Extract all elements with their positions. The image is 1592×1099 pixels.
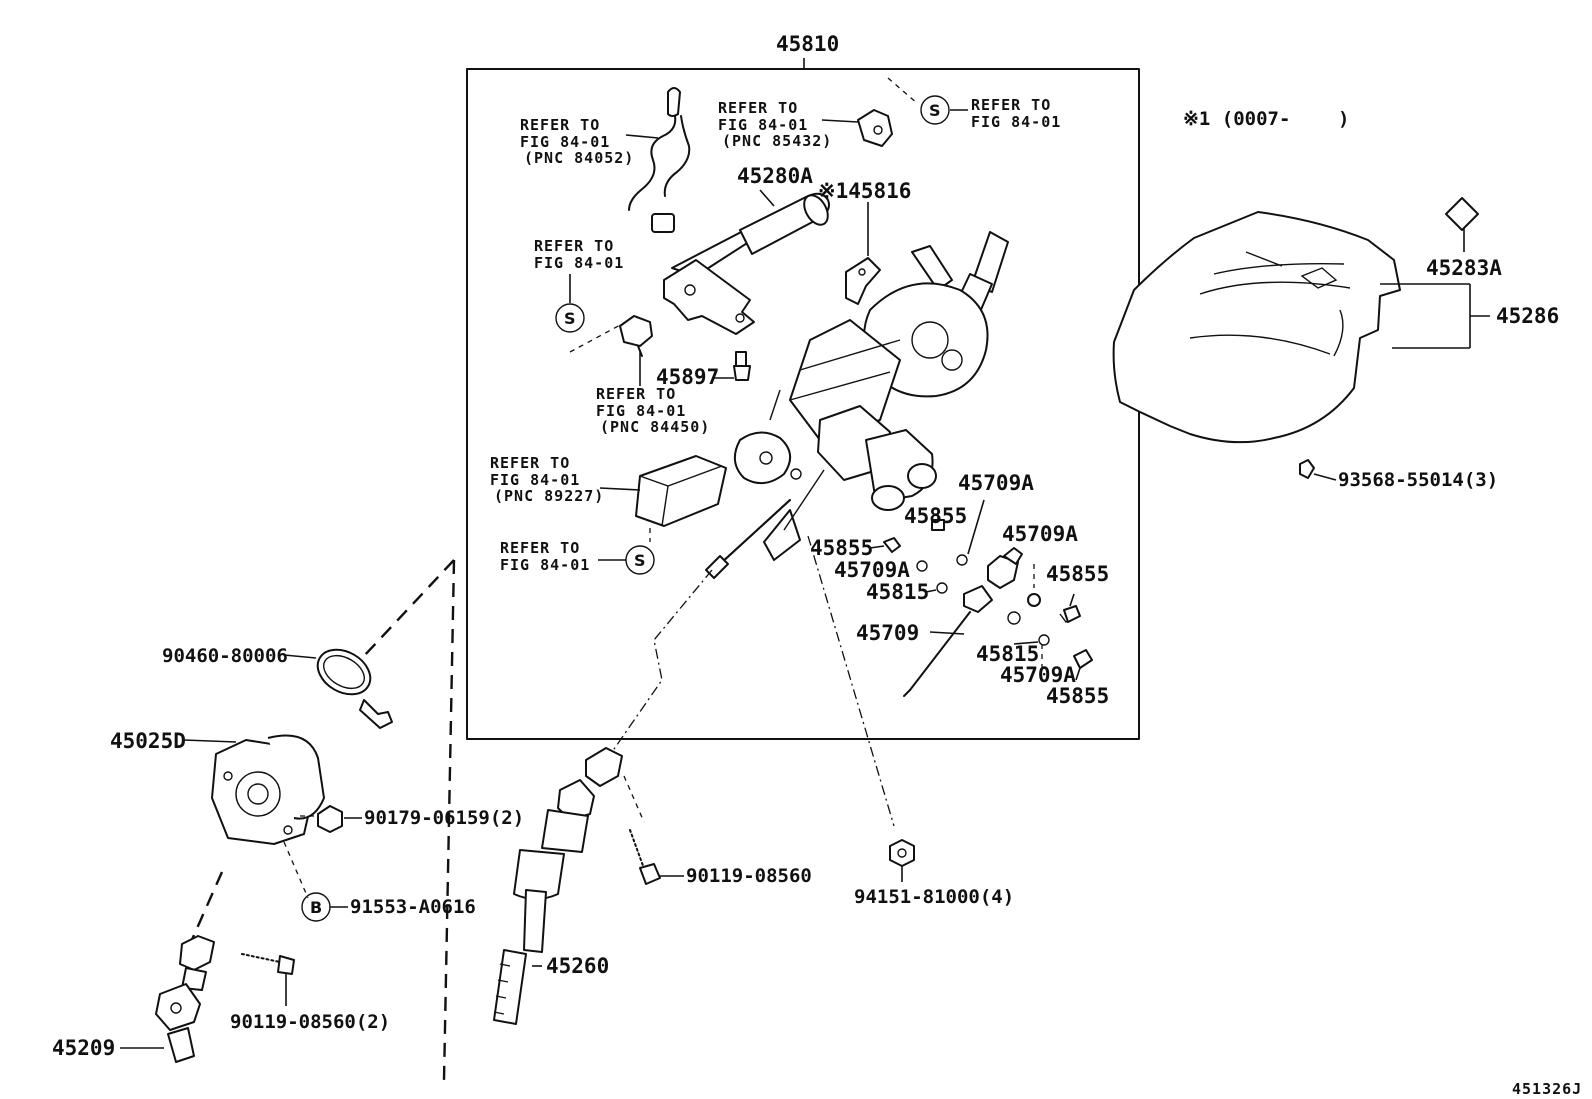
- ujoint-45209-part: [120, 935, 215, 1063]
- bracket-45280A-part: [663, 189, 830, 335]
- refer-mid-left-line2: FIG 84-01: [534, 254, 624, 272]
- label-90179: 90179-06159(2): [364, 807, 524, 829]
- label-45815-1: 45815: [866, 580, 929, 604]
- label-45855-3: 45855: [1046, 562, 1109, 586]
- refer-top-right-line1: REFER TO: [971, 96, 1051, 114]
- assembly-label: 45810: [776, 32, 839, 56]
- s-mark-mid-left: S: [555, 274, 623, 353]
- label-45855-4: 45855: [1046, 684, 1109, 708]
- label-45709A-1: 45709A: [958, 471, 1034, 495]
- label-45286: 45286: [1496, 304, 1559, 328]
- label-45855-1: 45855: [904, 504, 967, 528]
- label-45280A: 45280A: [737, 164, 813, 188]
- b-mark: B: [301, 892, 348, 922]
- refer-wire-line2: FIG 84-01: [520, 133, 610, 151]
- label-90119b: 90119-08560(2): [230, 1011, 390, 1033]
- refer-switch-line3: (PNC 84450): [600, 418, 710, 436]
- refer-note-wire: REFER TO FIG 84-01 (PNC 84052): [520, 116, 634, 167]
- refer-note-mid-left: REFER TO FIG 84-01: [534, 237, 624, 272]
- s-mark-top: S: [887, 77, 968, 125]
- label-90119a: 90119-08560: [686, 865, 812, 887]
- refer-bottom-line1: REFER TO: [500, 539, 580, 557]
- flange-45025D-part: [183, 734, 325, 845]
- refer-wire-line1: REFER TO: [520, 116, 600, 134]
- switch-part: [619, 315, 653, 357]
- refer-note-bottom: REFER TO FIG 84-01: [500, 539, 626, 574]
- refer-switch-line2: FIG 84-01: [596, 402, 686, 420]
- label-94151: 94151-81000(4): [854, 886, 1014, 908]
- sensor-part: [821, 109, 893, 147]
- column-cover-part: [1112, 211, 1490, 444]
- label-93568: 93568-55014(3): [1338, 469, 1498, 491]
- s-mark-top-label: S: [929, 101, 941, 120]
- refer-bottom-line2: FIG 84-01: [500, 556, 590, 574]
- label-45816: ※145816: [818, 179, 911, 203]
- nut-94151-part: [889, 839, 915, 882]
- pad-45283A-part: [1445, 197, 1479, 252]
- label-45025D: 45025D: [110, 729, 186, 753]
- label-45815-2: 45815: [976, 642, 1039, 666]
- applicability-note-close: ): [1338, 108, 1349, 130]
- label-45855-2: 45855: [810, 536, 873, 560]
- label-45709: 45709: [856, 621, 919, 645]
- label-91553: 91553-A0616: [350, 896, 476, 918]
- refer-ecu-line1: REFER TO: [490, 454, 570, 472]
- label-45709A-4: 45709A: [1000, 663, 1076, 687]
- refer-note-switch: REFER TO FIG 84-01 (PNC 84450): [596, 350, 710, 436]
- ecu-part: [599, 455, 727, 542]
- label-45209: 45209: [52, 1036, 115, 1060]
- nut-90179-part: [300, 805, 362, 833]
- b-mark-label: B: [310, 898, 322, 917]
- s-mark-bottom: S: [625, 545, 655, 575]
- label-45709A-3: 45709A: [834, 558, 910, 582]
- bolt-90119b-part: [241, 953, 295, 1006]
- refer-note-ecu: REFER TO FIG 84-01 (PNC 89227): [490, 454, 604, 505]
- refer-mid-left-line1: REFER TO: [534, 237, 614, 255]
- refer-sensor-line1: REFER TO: [718, 99, 798, 117]
- s-mark-bottom-label: S: [634, 551, 646, 570]
- refer-sensor-line3: (PNC 85432): [722, 132, 832, 150]
- refer-wire-line3: (PNC 84052): [524, 149, 634, 167]
- steering-column-part: [705, 231, 1009, 579]
- refer-ecu-line3: (PNC 89227): [494, 487, 604, 505]
- shaft-45260-part: [493, 747, 623, 1025]
- refer-ecu-line2: FIG 84-01: [490, 471, 580, 489]
- refer-sensor-line2: FIG 84-01: [718, 116, 808, 134]
- wire-harness-part: [625, 87, 691, 233]
- applicability-note: ※1 (0007-: [1183, 108, 1290, 130]
- refer-note-top-right: REFER TO FIG 84-01: [971, 96, 1061, 131]
- figure-code: 451326J: [1512, 1080, 1582, 1098]
- refer-note-sensor: REFER TO FIG 84-01 (PNC 85432): [718, 99, 832, 150]
- screw-93568-part: [1299, 459, 1337, 481]
- bracket-45816-part: [845, 202, 881, 305]
- refer-top-right-line2: FIG 84-01: [971, 113, 1061, 131]
- label-45709A-2: 45709A: [1002, 522, 1078, 546]
- small-parts-cluster: [869, 499, 1093, 697]
- s-mark-mid-left-label: S: [564, 309, 576, 328]
- label-45283A: 45283A: [1426, 256, 1502, 280]
- label-45260: 45260: [546, 954, 609, 978]
- label-90460: 90460-80006: [162, 645, 288, 667]
- clip-45897-part: [714, 351, 751, 381]
- refer-switch-line1: REFER TO: [596, 385, 676, 403]
- label-45897: 45897: [656, 365, 719, 389]
- bolt-90119a-part: [629, 829, 684, 885]
- clamp-90460-part: [283, 648, 393, 729]
